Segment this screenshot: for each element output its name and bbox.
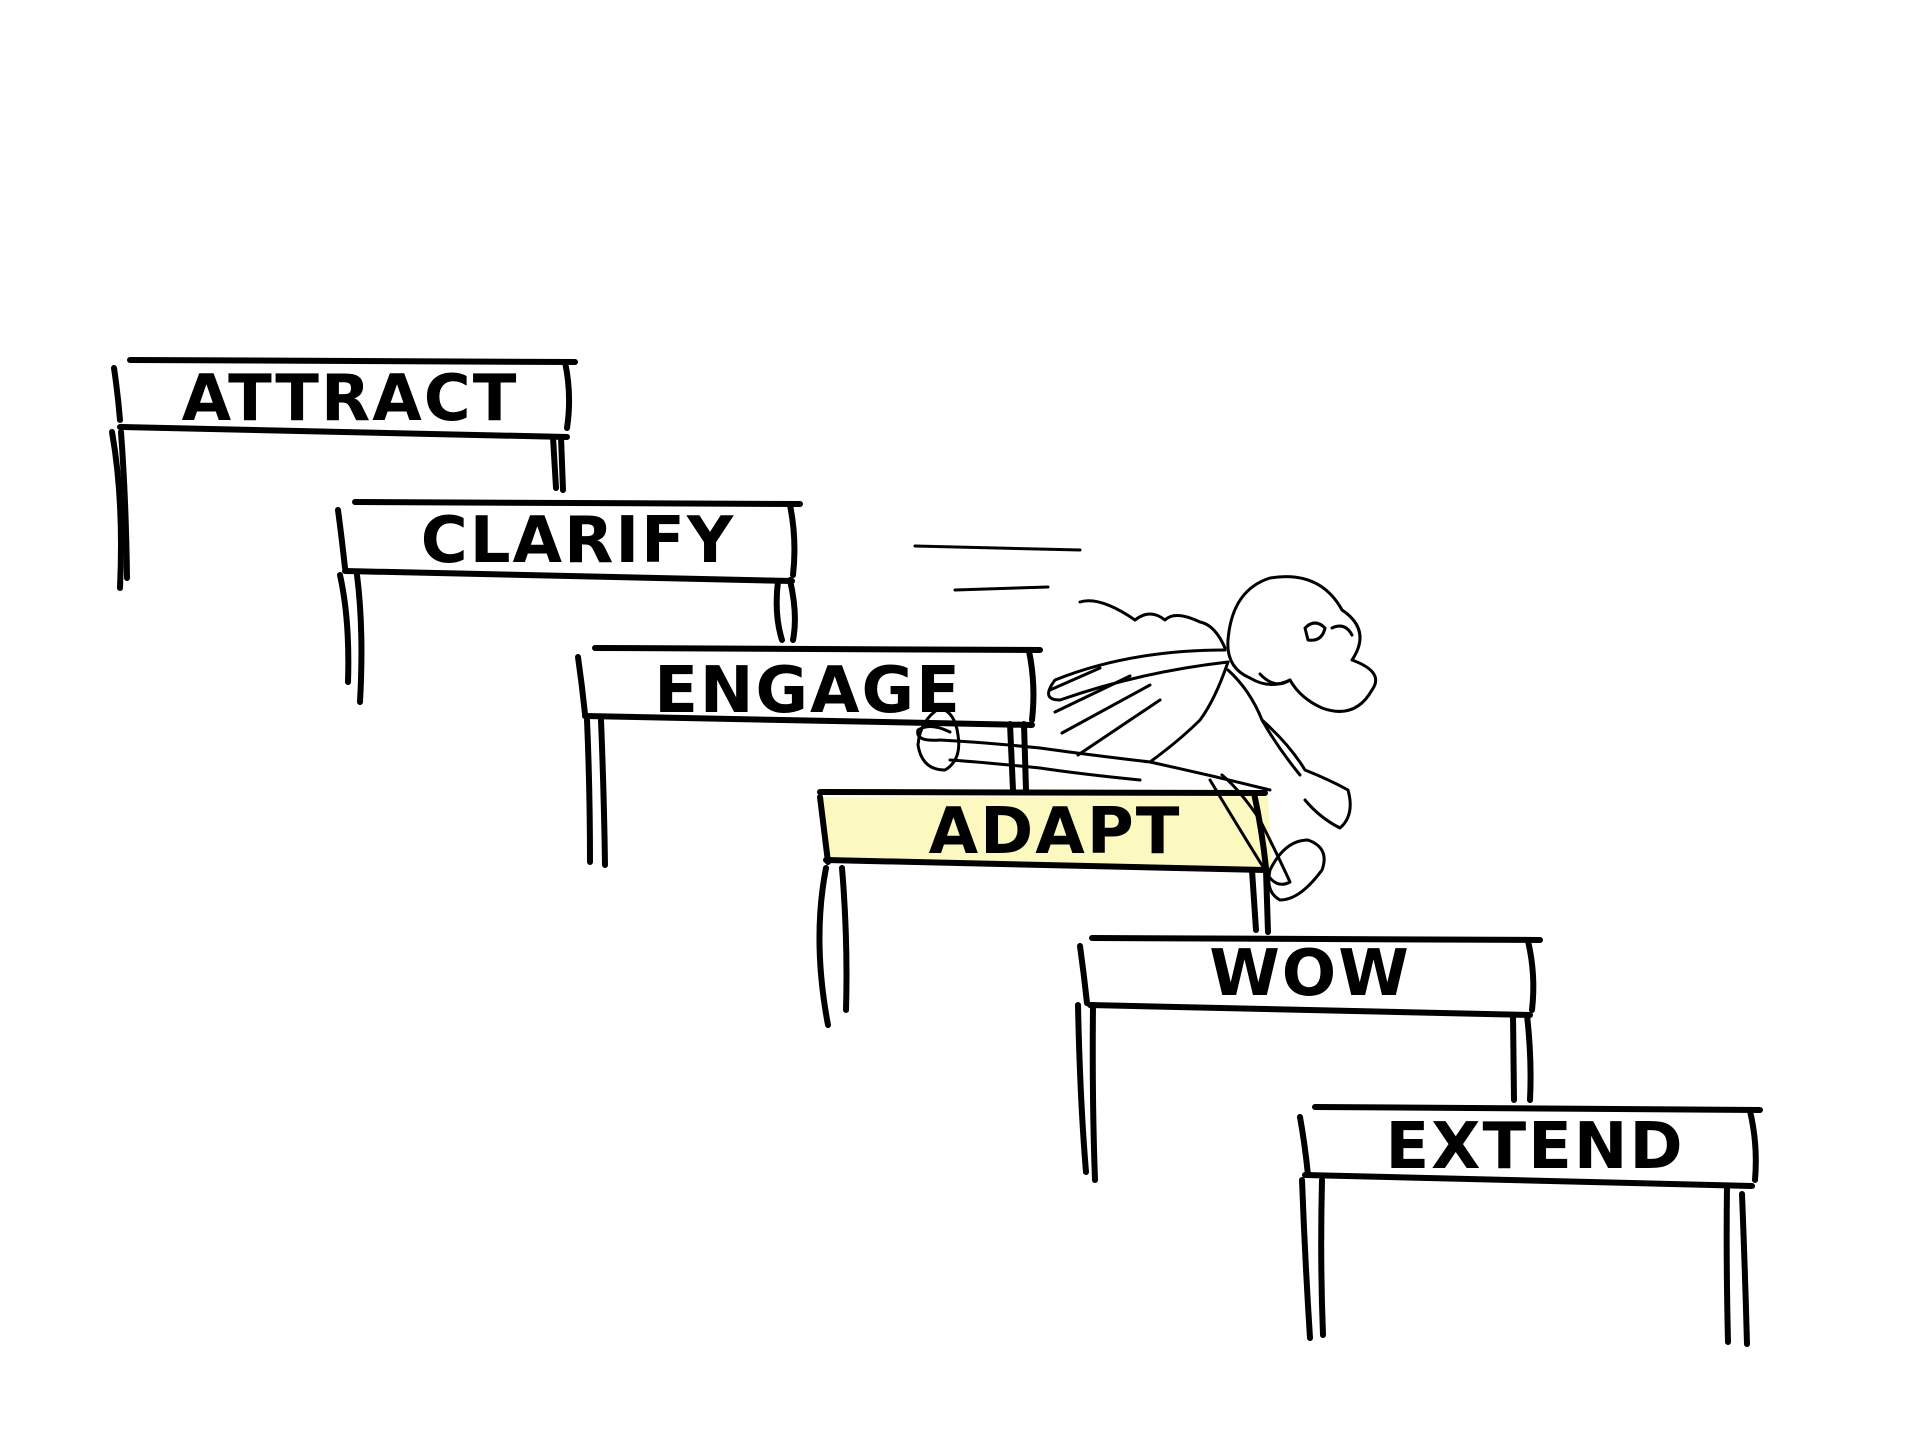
runner-torso bbox=[1148, 660, 1272, 792]
hurdle-wow: WOW bbox=[1075, 935, 1543, 1183]
hurdle-label-attract: ATTRACT bbox=[182, 362, 519, 436]
hurdle-label-clarify: CLARIFY bbox=[421, 504, 735, 578]
runner-trail-leg bbox=[1208, 773, 1292, 886]
hurdle-extend: EXTEND bbox=[1297, 1104, 1763, 1347]
runner-head bbox=[1226, 575, 1378, 713]
hurdle-label-engage: ENGAGE bbox=[654, 654, 962, 728]
speed-line bbox=[953, 585, 1050, 592]
hurdle-clarify: CLARIFY bbox=[335, 499, 803, 705]
hurdle-engage: ENGAGE bbox=[575, 645, 1043, 868]
runner-front-shoe bbox=[1267, 838, 1326, 902]
hurdle-label-extend: EXTEND bbox=[1385, 1110, 1684, 1184]
runner-front-arm bbox=[1260, 718, 1352, 830]
runner-back-arm bbox=[1047, 648, 1230, 702]
runner-back-shoe bbox=[916, 706, 961, 772]
adapt-highlight-band bbox=[823, 796, 1272, 868]
speed-line bbox=[913, 544, 1082, 552]
hurdle-label-wow: WOW bbox=[1209, 937, 1411, 1011]
hurdle-adapt: ADAPT bbox=[816, 789, 1272, 1028]
runner-figure bbox=[913, 544, 1378, 902]
hurdle-attract: ATTRACT bbox=[109, 357, 578, 591]
runner-eye bbox=[1303, 621, 1327, 642]
hurdle-label-adapt: ADAPT bbox=[929, 795, 1182, 869]
